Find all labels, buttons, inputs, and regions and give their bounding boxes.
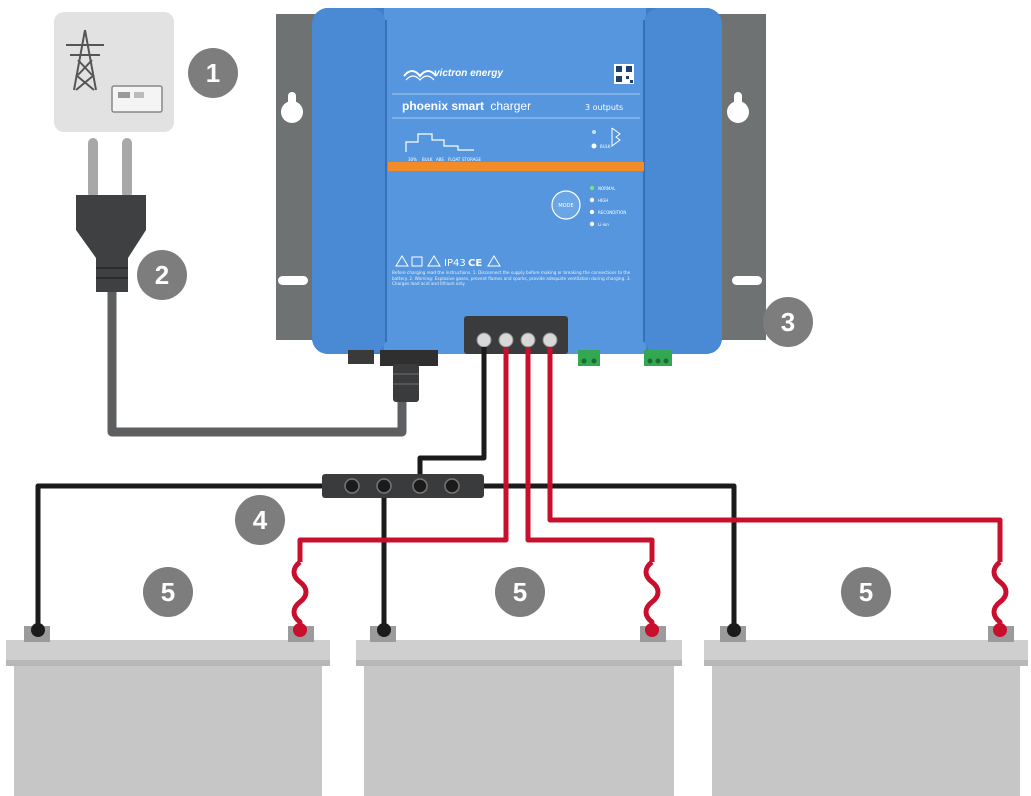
charger-body <box>312 8 722 354</box>
svg-text:5: 5 <box>513 577 527 607</box>
negative-cables <box>35 347 737 628</box>
victron-logo-icon <box>403 70 437 81</box>
marker-1: 1 <box>188 48 238 98</box>
mains-supply-icon <box>54 12 174 132</box>
positive-cables <box>291 347 1009 628</box>
charge-stage-graphic <box>405 133 474 152</box>
marker-5-battery-1: 5 <box>143 567 193 617</box>
svg-text:RECONDITION: RECONDITION <box>598 210 626 215</box>
svg-text:30%: 30% <box>408 157 417 162</box>
output-terminal-block <box>464 316 568 354</box>
qr-code-icon <box>614 64 634 84</box>
recycle-icon <box>487 255 501 267</box>
svg-text:NORMAL: NORMAL <box>598 186 616 191</box>
battery-2 <box>356 623 682 796</box>
plug-icon <box>76 138 146 292</box>
product-name-light: charger <box>490 99 531 113</box>
svg-text:HIGH: HIGH <box>598 198 608 203</box>
negative-busbar <box>322 474 484 498</box>
accent-stripe <box>388 162 644 171</box>
svg-text:ABS: ABS <box>436 157 444 162</box>
outputs-label: 3 outputs <box>585 103 623 112</box>
marker-3: 3 <box>763 297 813 347</box>
mains-cable <box>107 290 407 437</box>
svg-text:4: 4 <box>253 505 268 535</box>
brand-name: victron energy <box>434 68 503 79</box>
ce-mark: CE <box>468 258 482 269</box>
svg-text:5: 5 <box>161 577 175 607</box>
product-name-bold: phoenix smart <box>402 99 484 113</box>
marker-5-battery-2: 5 <box>495 567 545 617</box>
remote-terminals <box>578 350 672 366</box>
svg-text:1: 1 <box>206 58 220 88</box>
svg-text:STORAGE: STORAGE <box>462 157 482 162</box>
warning-icons <box>395 255 441 267</box>
battery-3 <box>704 623 1028 796</box>
svg-text:MODE: MODE <box>558 203 573 209</box>
svg-text:FLOAT: FLOAT <box>448 157 461 162</box>
svg-text:Li-ion: Li-ion <box>598 222 609 227</box>
svg-text:BULK: BULK <box>422 157 433 162</box>
bluetooth-icon <box>611 127 621 147</box>
marker-4: 4 <box>235 495 285 545</box>
marker-5-battery-3: 5 <box>841 567 891 617</box>
mode-leds: NORMAL HIGH RECONDITION Li-ion <box>589 185 626 227</box>
ip-rating: IP43 <box>444 258 466 269</box>
mounting-plate <box>276 14 766 340</box>
charger-label: victron energy phoenix smart charger 3 o… <box>388 64 644 286</box>
warning-text: Before charging read the instructions. 1… <box>392 270 631 286</box>
svg-text:3: 3 <box>781 307 795 337</box>
battery-1 <box>6 623 330 796</box>
marker-2: 2 <box>137 250 187 300</box>
svg-text:BULK: BULK <box>600 144 611 149</box>
svg-text:5: 5 <box>859 577 873 607</box>
svg-text:2: 2 <box>155 260 169 290</box>
svg-text:phoenix smart charger: phoenix smart charger <box>402 99 531 113</box>
mode-button[interactable]: MODE <box>551 190 581 220</box>
cable-glands <box>348 350 438 402</box>
